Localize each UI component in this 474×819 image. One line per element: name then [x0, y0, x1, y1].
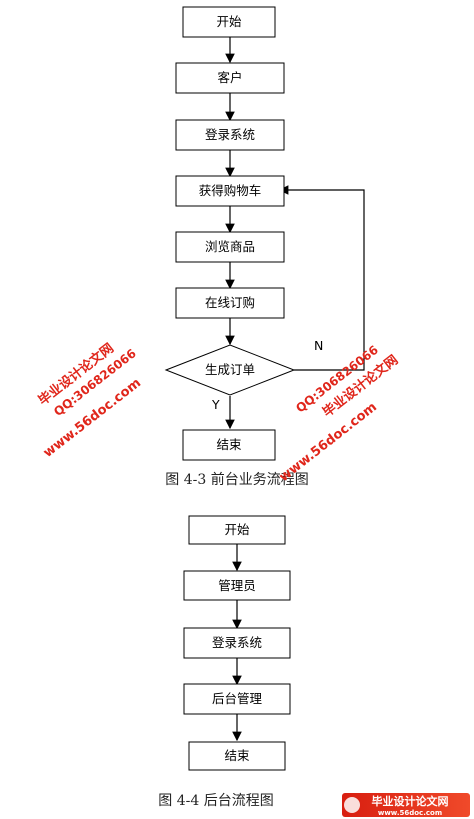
node2-end-label: 结束 — [224, 748, 250, 763]
node-login — [175, 119, 285, 151]
node-browse-label: 浏览商品 — [205, 239, 255, 254]
logo-site-cn: 毕业设计论文网 — [372, 794, 449, 808]
node-start-label: 开始 — [216, 14, 242, 29]
edge-n-label: N — [314, 338, 323, 353]
node-gen-decision — [164, 344, 296, 396]
edge-y-label: Y — [211, 397, 220, 412]
node2-back-label: 后台管理 — [212, 691, 263, 706]
node2-start — [188, 515, 286, 545]
logo-badge-bg — [342, 793, 470, 817]
diagram-front-flow: 开始 客户 登录系统 获得购物车 浏览商品 在线订购 生成订单 结束 N Y 图… — [164, 6, 365, 488]
node-start — [182, 6, 276, 38]
node2-back — [183, 683, 291, 715]
caption-fig-4-4: 图 4-4 后台流程图 — [158, 793, 273, 809]
node-customer — [175, 62, 285, 94]
node-end — [182, 429, 276, 461]
node2-login — [183, 627, 291, 659]
node-customer-label: 客户 — [217, 70, 242, 85]
watermark-right: QQ:306826066 毕业设计论文网 www.56doc.com — [277, 343, 402, 485]
node-end-label: 结束 — [216, 437, 242, 452]
node2-start-label: 开始 — [224, 522, 250, 537]
logo-site-url: www.56doc.com — [378, 809, 442, 817]
node2-end — [188, 741, 286, 771]
node2-admin-label: 管理员 — [218, 578, 256, 593]
node-login-label: 登录系统 — [205, 127, 255, 142]
node-gen-label: 生成订单 — [205, 362, 255, 377]
site-logo-badge: 毕业设计论文网 www.56doc.com — [342, 793, 470, 817]
diagram-back-flow: 开始 管理员 登录系统 后台管理 结束 图 4-4 后台流程图 — [158, 515, 291, 809]
node-order-label: 在线订购 — [205, 295, 255, 310]
node-browse — [175, 231, 285, 263]
node2-login-label: 登录系统 — [212, 635, 262, 650]
watermark-left: 毕业设计论文网 QQ:306826066 www.56doc.com — [35, 340, 144, 461]
edge-gen-cart-loop — [278, 185, 365, 371]
caption-fig-4-3: 图 4-3 前台业务流程图 — [165, 471, 308, 488]
node-cart-label: 获得购物车 — [199, 183, 262, 198]
logo-emblem-icon — [344, 797, 360, 813]
node2-admin — [183, 570, 291, 601]
node-order — [175, 287, 285, 319]
node-cart — [175, 175, 285, 207]
